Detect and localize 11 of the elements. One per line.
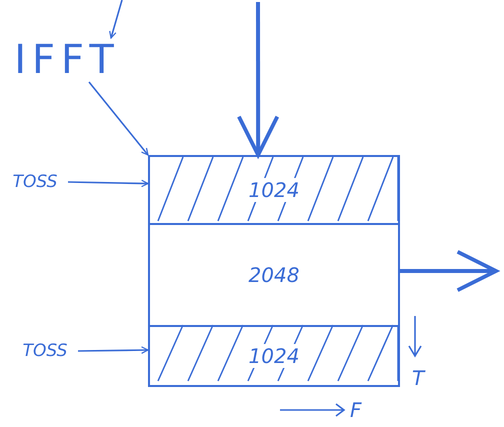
arrow: [109, 0, 123, 39]
node-label: TOSS: [22, 342, 68, 360]
arrow: [88, 82, 149, 156]
node-label: TOSS: [12, 174, 58, 190]
double-arrow: [400, 250, 498, 292]
arrow: [68, 180, 149, 188]
node-label: IFFT: [14, 40, 120, 80]
axis-label: F: [350, 400, 362, 420]
arrow: [78, 346, 149, 354]
double-arrow: [236, 2, 280, 157]
axis-label: T: [412, 368, 424, 388]
